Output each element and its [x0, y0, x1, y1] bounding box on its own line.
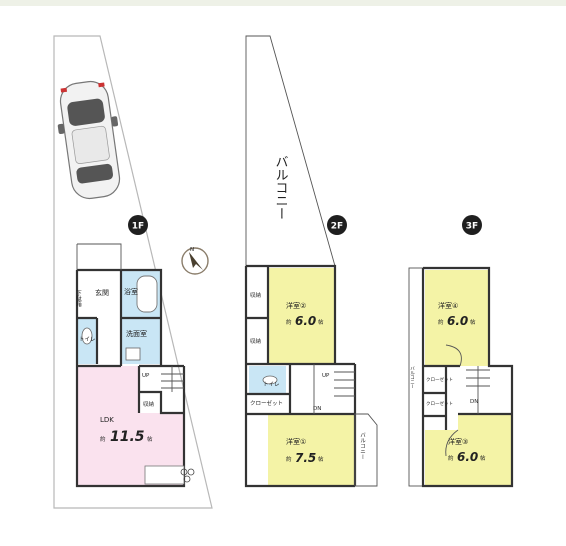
label-western3: 洋室③	[448, 437, 468, 446]
stove-icon	[180, 468, 195, 483]
label-western2-prefix: 約	[286, 318, 292, 326]
label-storage-top: 収納	[250, 291, 262, 299]
label-toilet-2f: トイレ	[263, 382, 280, 388]
floor-badge-3f	[462, 215, 482, 235]
label-entrance: 玄関	[95, 288, 109, 297]
label-western1-prefix: 約	[286, 455, 292, 463]
balcony-2f-outline	[245, 35, 336, 267]
floor-badge-3f-label: 3F	[466, 222, 478, 232]
balcony-2f-small	[354, 413, 378, 487]
western-room-4	[425, 270, 489, 366]
label-closet-2f: クローゼット	[250, 399, 283, 407]
compass-label: N	[190, 247, 194, 253]
car-icon	[57, 80, 121, 200]
label-storage-mid: 収納	[250, 337, 262, 345]
label-ldk-unit: 帖	[147, 435, 153, 443]
label-toilet-1f: トイレ	[79, 337, 96, 343]
label-western2-unit: 帖	[318, 318, 324, 326]
label-balcony-3f: バルコニー	[410, 366, 415, 389]
western-room-2	[268, 268, 335, 364]
kitchen-counter	[144, 465, 185, 485]
stairs-1f	[161, 366, 184, 392]
toilet-icon-2f	[262, 375, 278, 385]
floor-badge-2f-label: 2F	[331, 222, 343, 232]
label-bath: 浴室	[124, 287, 138, 296]
label-western1-size: 7.5	[295, 451, 316, 465]
label-western3-size: 6.0	[457, 450, 478, 464]
label-western1-unit: 帖	[318, 455, 324, 463]
label-western1: 洋室①	[286, 437, 306, 446]
label-ldk-prefix: 約	[100, 435, 106, 443]
label-dn-2f: DN	[313, 406, 321, 412]
label-up-1f: UP	[142, 373, 150, 379]
label-western4-size: 6.0	[447, 314, 468, 328]
top-band	[0, 0, 566, 6]
label-ldk-size: 11.5	[110, 429, 145, 445]
toilet-icon	[81, 327, 93, 345]
floor-badge-2f	[327, 215, 347, 235]
label-closet-3f-a: クローゼット	[426, 376, 453, 383]
sink-icon	[125, 347, 141, 361]
label-balcony-2f: バルコニー	[273, 155, 289, 220]
western-room-1	[268, 414, 355, 486]
label-western4-unit: 帖	[470, 318, 476, 326]
lot-outline-1f	[53, 35, 213, 509]
floor-3f: 3F バルコニー 洋室④ 約 6.0 帖 クローゼット クローゼット DN 洋室…	[408, 215, 514, 488]
label-balcony-2f-small: バルコニー	[359, 432, 366, 460]
floor-1f: 1F N	[53, 35, 213, 509]
label-western4-prefix: 約	[438, 318, 444, 326]
label-western4: 洋室④	[438, 301, 458, 310]
ldk-room	[77, 366, 184, 486]
compass-icon: N	[181, 247, 209, 275]
bathtub-icon	[136, 275, 158, 313]
label-western3-unit: 帖	[480, 454, 486, 462]
stairs-3f	[466, 366, 490, 414]
label-western2-size: 6.0	[295, 314, 316, 328]
label-dn-3f: DN	[470, 399, 478, 405]
floor-2f: バルコニー 2F 収納 収納 洋室② 約 6.0	[244, 35, 378, 488]
label-up-2f: UP	[322, 373, 330, 379]
label-washroom: 洗面室	[126, 329, 147, 338]
label-storage-1f: 収納	[143, 400, 155, 408]
label-shoe-storage: 下駄箱	[75, 290, 82, 308]
label-western2: 洋室②	[286, 301, 306, 310]
label-closet-3f-b: クローゼット	[426, 400, 453, 407]
stairs-2f	[313, 364, 355, 414]
western-room-3	[425, 414, 512, 486]
label-western3-prefix: 約	[448, 454, 454, 462]
floor-badge-1f-label: 1F	[132, 222, 144, 232]
label-ldk: LDK	[100, 416, 114, 424]
floor-badge-1f	[128, 215, 148, 235]
